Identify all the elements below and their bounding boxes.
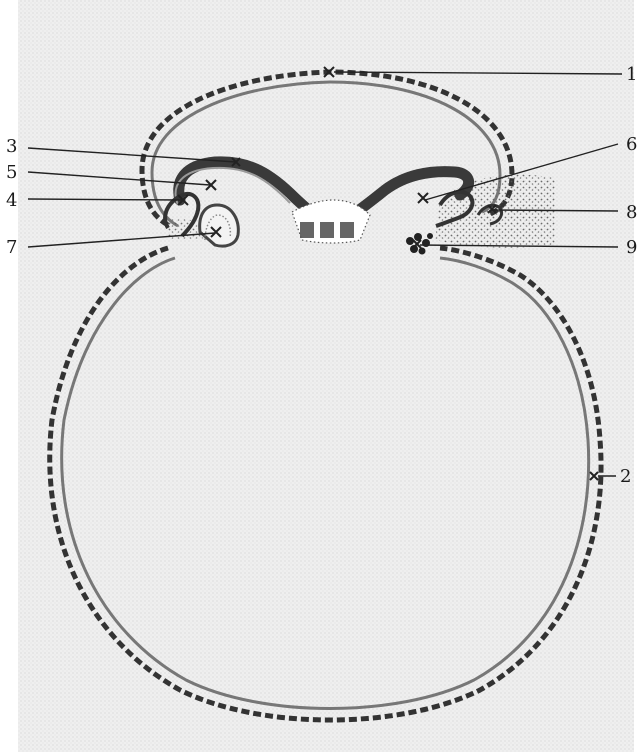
label-8: 8: [626, 202, 637, 223]
label-2: 2: [620, 466, 631, 487]
label-9: 9: [626, 237, 637, 258]
label-3: 3: [6, 136, 17, 157]
leader-4: [28, 199, 183, 200]
label-5: 5: [6, 162, 17, 183]
leader-8: [492, 210, 618, 211]
paper-background: [18, 0, 634, 752]
label-6: 6: [626, 134, 637, 155]
label-7: 7: [6, 237, 17, 258]
label-4: 4: [6, 190, 17, 211]
label-1: 1: [626, 64, 637, 85]
